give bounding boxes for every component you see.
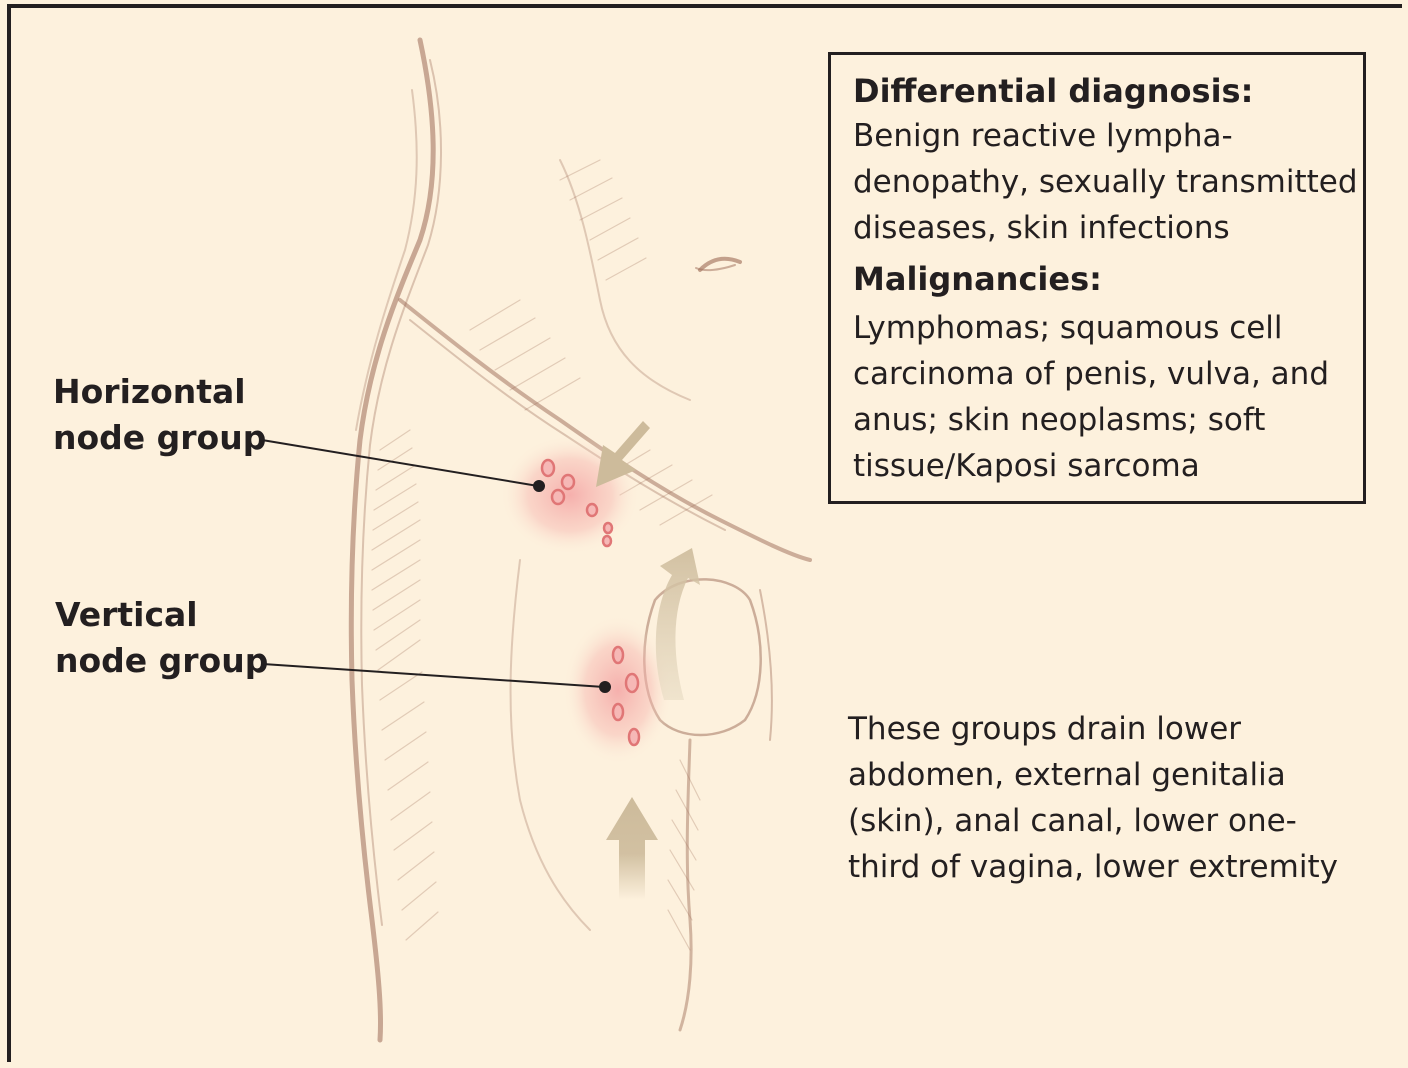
vertical-label-line-2: node group [55,638,268,684]
drainage-line-4: third of vagina, lower extremity [848,844,1338,890]
malignancies-text: Lymphomas; squamous cell carcinoma of pe… [853,305,1351,489]
malignancies-heading: Malignancies: [853,257,1351,301]
differential-line-1: Benign reactive lympha- [853,113,1351,159]
drainage-line-3: (skin), anal canal, lower one- [848,798,1338,844]
arrow-leg-up [606,797,658,900]
differential-line-2: denopathy, sexually transmitted [853,159,1351,205]
horizontal-node-group-label: Horizontal node group [53,369,266,461]
malignancies-line-4: tissue/Kaposi sarcoma [853,443,1351,489]
arrow-genitalia-curve [656,548,700,700]
drainage-line-2: abdomen, external genitalia [848,752,1338,798]
differential-diagnosis-text: Benign reactive lympha- denopathy, sexua… [853,113,1351,251]
diagnosis-box: Differential diagnosis: Benign reactive … [828,52,1366,504]
vertical-label-line-1: Vertical [55,592,268,638]
malignancies-line-2: carcinoma of penis, vulva, and [853,351,1351,397]
vertical-node-group-label: Vertical node group [55,592,268,684]
malignancies-line-1: Lymphomas; squamous cell [853,305,1351,351]
differential-line-3: diseases, skin infections [853,205,1351,251]
malignancies-line-3: anus; skin neoplasms; soft [853,397,1351,443]
differential-diagnosis-heading: Differential diagnosis: [853,69,1351,113]
horizontal-label-line-2: node group [53,415,266,461]
horizontal-label-line-1: Horizontal [53,369,266,415]
drainage-line-1: These groups drain lower [848,706,1338,752]
drainage-description: These groups drain lower abdomen, extern… [848,706,1338,890]
